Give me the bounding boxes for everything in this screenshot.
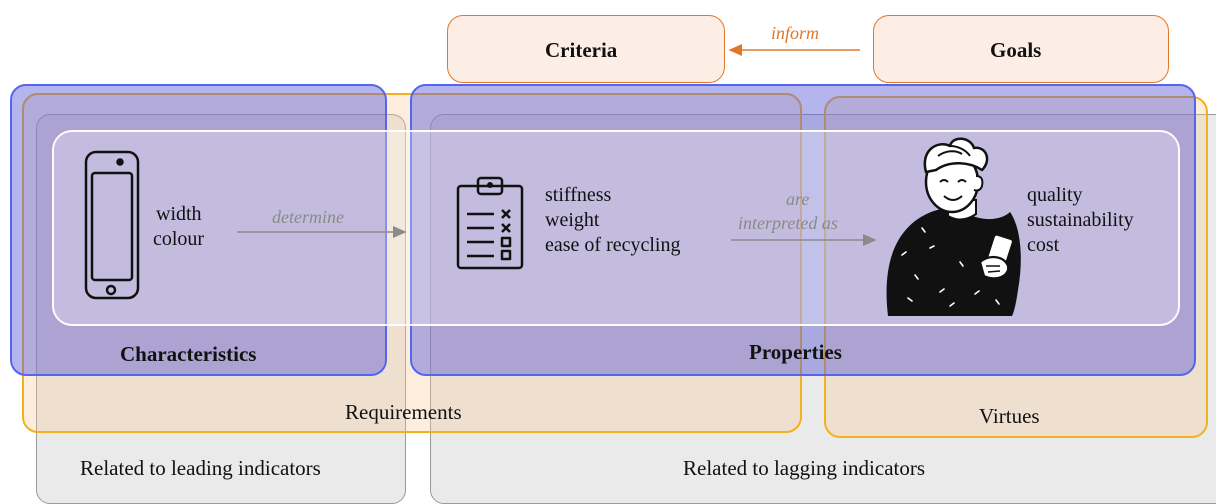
diagram-graphics [84,44,1021,316]
virtue-item-cost: cost [1027,234,1060,256]
smartphone-icon [84,150,140,300]
properties-title: Properties [749,340,842,364]
requirements-label: Requirements [345,400,462,424]
criteria-label: Criteria [545,38,618,62]
goals-box [873,15,1169,83]
characteristics-title: Characteristics [120,342,257,366]
person-with-phone-icon [886,137,1021,316]
interpreted-label-line1: are [786,189,810,209]
property-item-stiffness: stiffness [545,184,612,206]
requirements-box [22,93,802,433]
characteristics-box [10,84,387,376]
property-item-weight: weight [545,209,600,231]
characteristic-item-width: width [156,203,202,225]
lagging-indicators-box [430,114,1216,504]
properties-box [410,84,1196,376]
determine-label: determine [272,207,344,227]
clipboard-checklist-icon [456,176,524,270]
lagging-indicators-label: Related to lagging indicators [683,456,926,480]
inform-label: inform [771,23,820,43]
virtue-item-sustainability: sustainability [1027,209,1134,231]
criteria-box [447,15,725,83]
interpreted-label-line2: interpreted as [738,213,838,233]
virtue-item-quality: quality [1027,184,1083,206]
property-item-ease-of-recycling: ease of recycling [545,234,681,256]
virtues-label: Virtues [979,404,1040,428]
leading-indicators-label: Related to leading indicators [80,456,321,480]
leading-indicators-box [36,114,406,504]
characteristic-item-colour: colour [153,228,205,250]
goals-label: Goals [990,38,1042,62]
